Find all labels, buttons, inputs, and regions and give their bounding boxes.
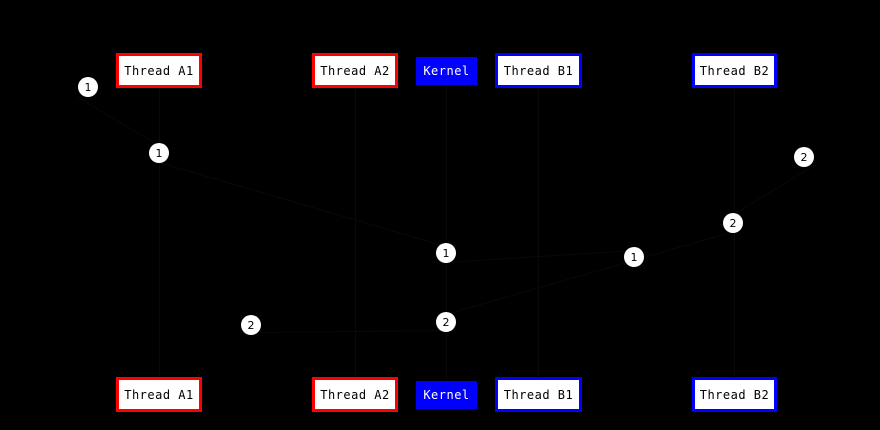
- message-kernel-to-a2: [260, 330, 446, 333]
- sequence-badge-2-a: 2: [794, 147, 814, 167]
- participant-box-thread-b2-top[interactable]: Thread B2: [692, 53, 777, 88]
- participant-box-kernel-bottom[interactable]: Kernel: [416, 381, 477, 409]
- participant-label: Thread A2: [320, 387, 390, 402]
- message-kernel-to-b1: [446, 250, 635, 263]
- sequence-badge-1-c: 1: [436, 243, 456, 263]
- lifeline-thread-a1: [159, 88, 160, 377]
- participant-box-thread-b1-bottom[interactable]: Thread B1: [495, 377, 582, 412]
- sequence-badge-2-d: 2: [436, 312, 456, 332]
- message-b2-to-kernel: [445, 231, 734, 315]
- participant-box-kernel-top[interactable]: Kernel: [416, 57, 477, 85]
- lifeline-kernel: [446, 85, 447, 381]
- participant-box-thread-a1-bottom[interactable]: Thread A1: [116, 377, 202, 412]
- badge-label: 2: [442, 315, 450, 329]
- sequence-badge-2-b: 2: [723, 213, 743, 233]
- sequence-badge-2-c: 2: [241, 315, 261, 335]
- lifeline-thread-b1: [538, 88, 539, 377]
- badge-label: 2: [247, 318, 255, 332]
- sequence-badge-1-a: 1: [78, 77, 98, 97]
- participant-label: Thread A1: [124, 63, 194, 78]
- badge-label: 1: [84, 80, 92, 94]
- participant-box-thread-a2-bottom[interactable]: Thread A2: [312, 377, 398, 412]
- participant-box-thread-b1-top[interactable]: Thread B1: [495, 53, 582, 88]
- badge-label: 1: [442, 246, 450, 260]
- badge-label: 1: [155, 146, 163, 160]
- participant-label: Kernel: [423, 64, 470, 78]
- participant-label: Thread B2: [699, 387, 770, 402]
- message-entry-a1: [77, 97, 159, 146]
- lifeline-thread-a2: [355, 88, 356, 377]
- participant-label: Thread B2: [699, 63, 770, 78]
- participant-label: Kernel: [423, 388, 470, 402]
- badge-label: 2: [800, 150, 808, 164]
- sequence-badge-1-d: 1: [624, 247, 644, 267]
- sequence-badge-1-b: 1: [149, 143, 169, 163]
- badge-label: 1: [630, 250, 638, 264]
- participant-box-thread-b2-bottom[interactable]: Thread B2: [692, 377, 777, 412]
- participant-label: Thread A1: [124, 387, 194, 402]
- participant-box-thread-a2-top[interactable]: Thread A2: [312, 53, 398, 88]
- participant-label: Thread B1: [503, 63, 574, 78]
- participant-label: Thread A2: [320, 63, 390, 78]
- message-entry-b2: [733, 165, 814, 215]
- participant-box-thread-a1-top[interactable]: Thread A1: [116, 53, 202, 88]
- badge-label: 2: [729, 216, 737, 230]
- message-a1-to-kernel: [158, 162, 446, 247]
- participant-label: Thread B1: [503, 387, 574, 402]
